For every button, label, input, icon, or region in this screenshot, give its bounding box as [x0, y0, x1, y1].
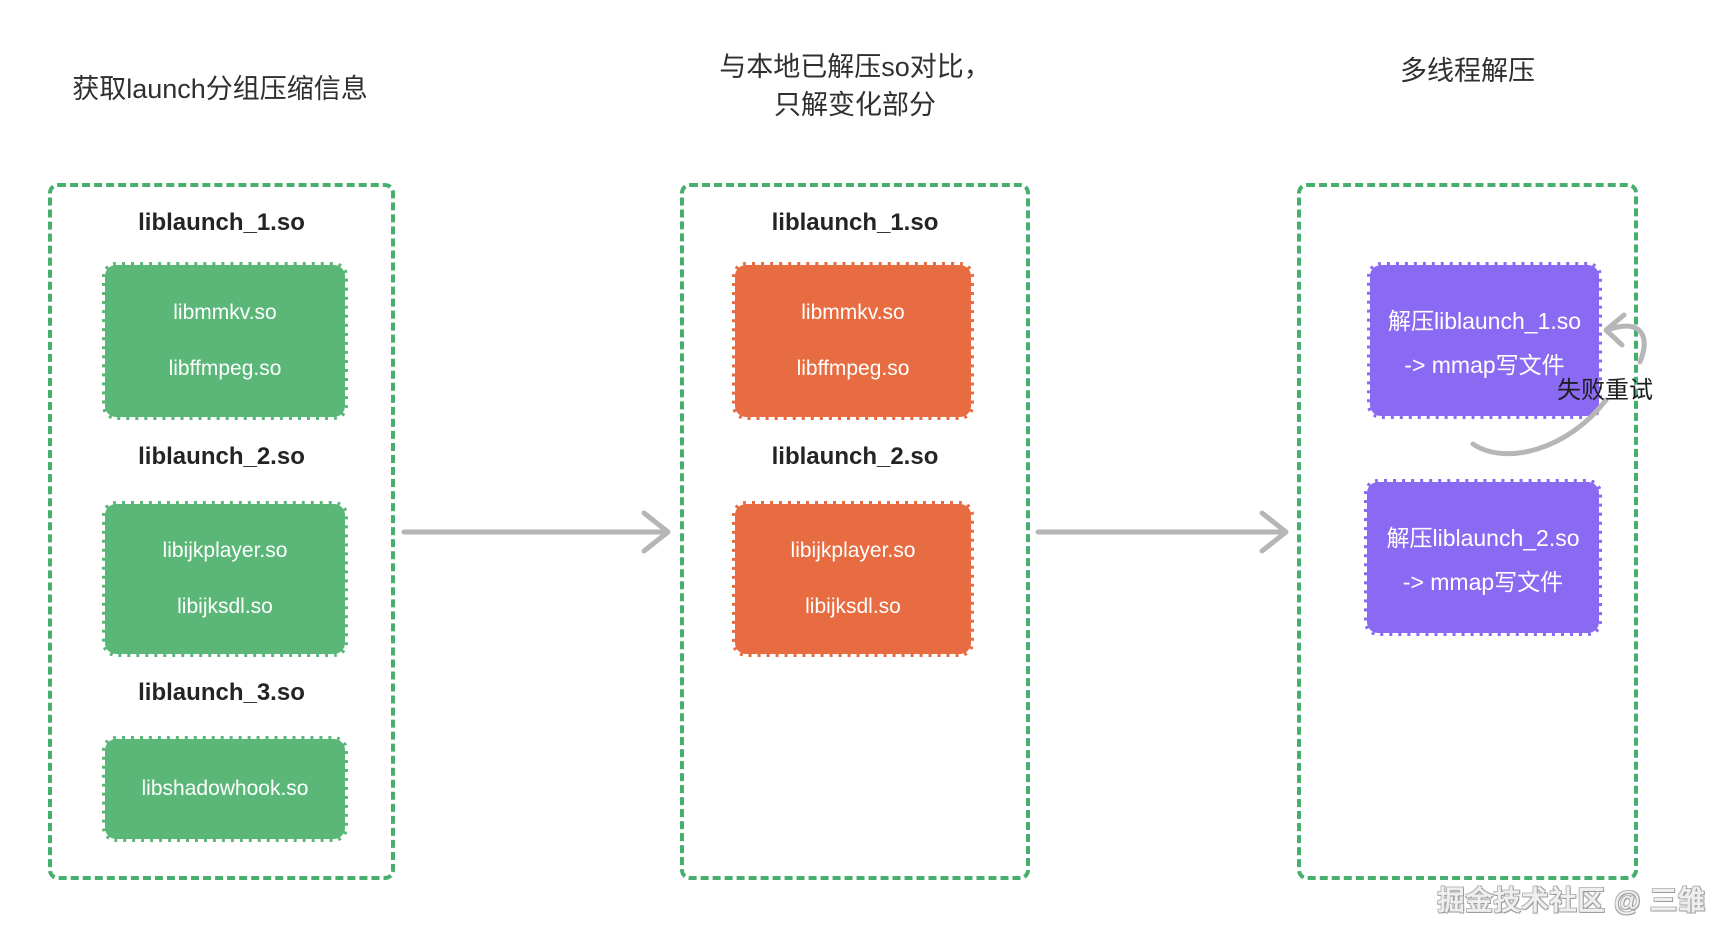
group-heading-liblaunch-1: liblaunch_1.so — [771, 209, 939, 236]
decompress-task-box-1: 解压liblaunch_1.so -> mmap写文件 — [1367, 262, 1602, 419]
so-item: libmmkv.so — [173, 301, 277, 324]
stage-2-panel: liblaunch_1.so libmmkv.so libffmpeg.so l… — [680, 183, 1030, 880]
so-group-box-green-3: libshadowhook.so — [102, 736, 348, 842]
task-line: 解压liblaunch_1.so — [1387, 307, 1582, 334]
stage-2-title: 与本地已解压so对比， 只解变化部分 — [660, 48, 1050, 124]
watermark: 掘金技术社区 @ 三雏 — [1437, 886, 1706, 916]
group-heading-liblaunch-3: liblaunch_3.so — [138, 679, 305, 706]
group-heading-liblaunch-1: liblaunch_1.so — [138, 209, 305, 236]
task-line: 解压liblaunch_2.so — [1386, 524, 1580, 551]
so-group-box-orange-1: libmmkv.so libffmpeg.so — [732, 262, 974, 420]
so-group-box-green-1: libmmkv.so libffmpeg.so — [102, 262, 348, 420]
task-line: -> mmap写文件 — [1402, 568, 1564, 595]
right-arrow-icon — [1035, 510, 1289, 554]
so-item: libijksdl.so — [805, 595, 901, 618]
so-item: libijkplayer.so — [162, 539, 288, 562]
so-item: libffmpeg.so — [796, 357, 910, 380]
so-item: libijksdl.so — [177, 595, 273, 618]
retry-label: 失败重试 — [1557, 377, 1653, 404]
stage-1-title: 获取launch分组压缩信息 — [72, 74, 368, 104]
so-item: libffmpeg.so — [168, 357, 282, 380]
stage-2-title-line1: 与本地已解压so对比， — [719, 52, 991, 82]
so-item: libshadowhook.so — [141, 777, 309, 801]
stage-3-panel: 解压liblaunch_1.so -> mmap写文件 解压liblaunch_… — [1297, 183, 1638, 880]
task-line: -> mmap写文件 — [1404, 351, 1565, 378]
stage-3-title: 多线程解压 — [1400, 56, 1535, 86]
right-arrow-icon — [401, 510, 671, 554]
stage-2-title-line2: 只解变化部分 — [774, 90, 936, 120]
so-group-box-green-2: libijkplayer.so libijksdl.so — [102, 501, 348, 657]
group-heading-liblaunch-2: liblaunch_2.so — [771, 443, 939, 470]
so-item: libmmkv.so — [801, 301, 905, 324]
so-group-box-orange-2: libijkplayer.so libijksdl.so — [732, 501, 974, 657]
group-heading-liblaunch-2: liblaunch_2.so — [138, 443, 305, 470]
decompress-task-box-2: 解压liblaunch_2.so -> mmap写文件 — [1364, 479, 1602, 636]
stage-1-panel: liblaunch_1.so libmmkv.so libffmpeg.so l… — [48, 183, 395, 880]
so-item: libijkplayer.so — [790, 539, 916, 562]
